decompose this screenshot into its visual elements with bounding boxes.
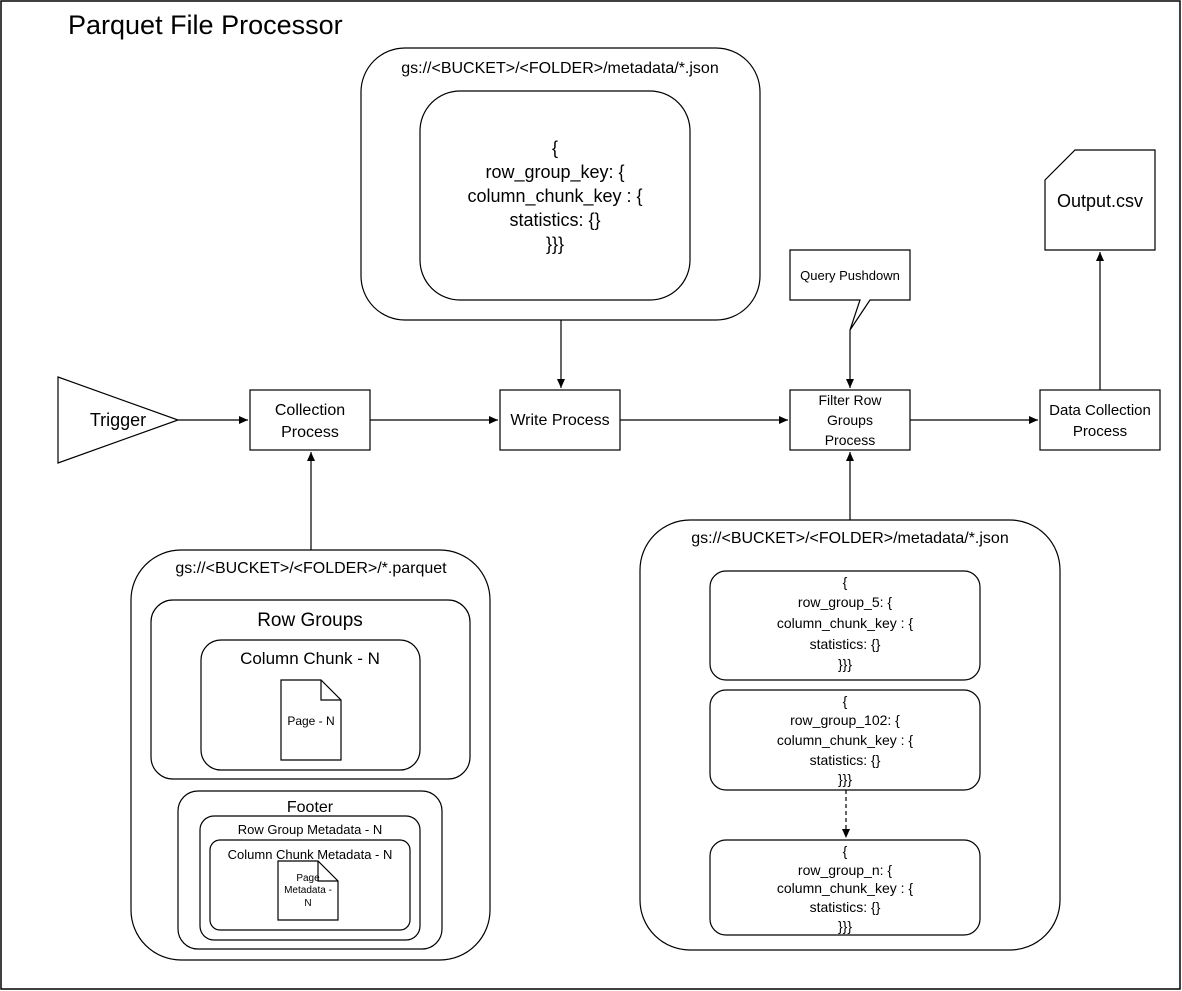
row-groups-label: Row Groups xyxy=(257,610,363,631)
filter-process-label-line2: Groups xyxy=(827,412,873,428)
write-process-node[interactable]: Write Process xyxy=(499,389,621,451)
metadata-top-json-box[interactable] xyxy=(419,90,691,301)
metadata-entry[interactable]: { row_group_5: { column_chunk_key : { st… xyxy=(709,570,981,681)
column-chunk-metadata-label: Column Chunk Metadata - N xyxy=(228,847,393,862)
query-pushdown-label: Query Pushdown xyxy=(800,268,900,283)
column-chunk-label: Column Chunk - N xyxy=(240,649,380,668)
metadata-bottom-container[interactable]: gs://<BUCKET>/<FOLDER>/metadata/*.json {… xyxy=(639,519,1061,951)
output-file-node[interactable]: Output.csv xyxy=(1044,149,1156,251)
page-metadata-label-line: N xyxy=(304,898,311,909)
page-label: Page - N xyxy=(287,714,334,728)
output-file-label: Output.csv xyxy=(1057,191,1143,211)
metadata-entry-line: statistics: {} xyxy=(810,899,881,915)
output-file-icon[interactable] xyxy=(1044,149,1156,251)
metadata-entry-line: column_chunk_key : { xyxy=(777,615,914,631)
metadata-top-path: gs://<BUCKET>/<FOLDER>/metadata/*.json xyxy=(401,60,718,77)
data-collection-process-node[interactable]: Data Collection Process xyxy=(1039,389,1161,451)
metadata-top-json-line: column_chunk_key : { xyxy=(467,186,642,207)
metadata-entry-line: statistics: {} xyxy=(810,752,881,768)
data-collection-label-line2: Process xyxy=(1073,423,1127,440)
parquet-source-container[interactable]: gs://<BUCKET>/<FOLDER>/*.parquet Row Gro… xyxy=(130,549,491,961)
metadata-top-json-line: row_group_key: { xyxy=(485,162,624,183)
query-pushdown-callout[interactable]: Query Pushdown xyxy=(789,249,911,331)
trigger-label: Trigger xyxy=(90,410,146,430)
metadata-entry-line: row_group_102: { xyxy=(790,712,900,728)
footer-label: Footer xyxy=(287,799,334,816)
diagram-title: Parquet File Processor xyxy=(68,10,343,40)
metadata-entry-line: column_chunk_key : { xyxy=(777,880,914,896)
metadata-entry-line: { xyxy=(843,574,848,590)
metadata-entry[interactable]: { row_group_n: { column_chunk_key : { st… xyxy=(709,839,981,936)
metadata-entry-line: { xyxy=(843,693,848,709)
metadata-entry-line: }}} xyxy=(838,656,852,672)
row-group-metadata-label: Row Group Metadata - N xyxy=(238,822,383,837)
write-process-label: Write Process xyxy=(510,412,609,429)
parquet-source-path: gs://<BUCKET>/<FOLDER>/*.parquet xyxy=(175,560,447,577)
metadata-top-json-line: { xyxy=(552,138,558,158)
metadata-entry-line: { xyxy=(843,843,848,859)
metadata-entry-line: row_group_n: { xyxy=(798,862,893,878)
metadata-top-json-line: statistics: {} xyxy=(509,210,600,230)
metadata-entry-line: statistics: {} xyxy=(810,636,881,652)
filter-process-label-line1: Filter Row xyxy=(818,392,882,408)
trigger-node[interactable]: Trigger xyxy=(57,376,180,464)
page-icon xyxy=(280,679,342,761)
metadata-entry-line: }}} xyxy=(838,771,852,787)
collection-process-node[interactable]: Collection Process xyxy=(249,389,371,451)
page-metadata-icon xyxy=(277,860,339,921)
page-metadata-label-line: Page xyxy=(296,873,320,884)
metadata-top-container[interactable]: gs://<BUCKET>/<FOLDER>/metadata/*.json {… xyxy=(360,47,761,321)
filter-process-label-line3: Process xyxy=(825,432,876,448)
metadata-entry-line: }}} xyxy=(838,918,852,934)
page-metadata-label-line: Metadata - xyxy=(284,885,332,896)
collection-process-label-line1: Collection xyxy=(275,402,345,419)
trigger-shape[interactable] xyxy=(57,376,180,464)
metadata-top-json-line: }}} xyxy=(546,234,564,254)
metadata-entry[interactable]: { row_group_102: { column_chunk_key : { … xyxy=(709,689,981,791)
metadata-entry-line: column_chunk_key : { xyxy=(777,732,914,748)
collection-process-label-line2: Process xyxy=(281,424,339,441)
filter-process-node[interactable]: Filter Row Groups Process xyxy=(789,389,911,451)
data-collection-label-line1: Data Collection xyxy=(1049,402,1151,419)
metadata-entry-line: row_group_5: { xyxy=(798,594,893,610)
metadata-bottom-path: gs://<BUCKET>/<FOLDER>/metadata/*.json xyxy=(691,530,1008,547)
